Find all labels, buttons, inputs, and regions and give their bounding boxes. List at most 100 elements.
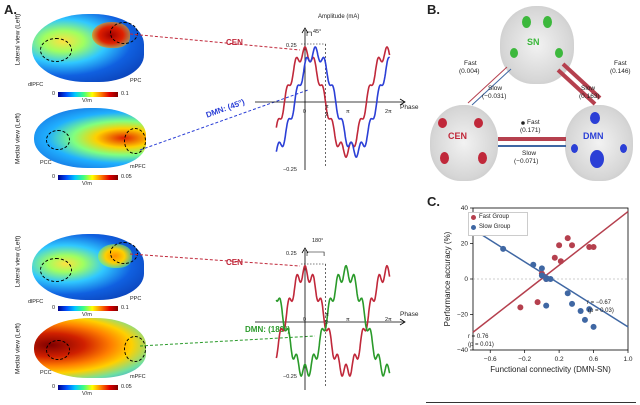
left-fast-label: Fast	[464, 60, 477, 67]
y-axis-arrow	[301, 27, 309, 34]
bottom-rule	[426, 402, 636, 403]
waveform-plot-top	[255, 27, 406, 170]
cbar-min-bottom: 0	[52, 305, 56, 311]
amplitude-label-top: Amplitude (mA)	[318, 14, 360, 20]
y-tick-label: −40	[457, 347, 468, 354]
y-tick-label: 40	[461, 205, 469, 212]
y-axis-label: Performance accuracy (%)	[443, 231, 452, 326]
lateral-view-label-top: Lateral view (Left)	[14, 13, 22, 66]
panel-a-letter: A.	[4, 2, 17, 17]
offset-label-top: 45°	[313, 29, 322, 35]
edge-cen-dmn-dot	[521, 121, 525, 125]
colorbar-medial-bottom	[58, 385, 118, 390]
x-tick-label: −0.6	[484, 356, 497, 363]
x-tick-label: −0.2	[518, 356, 531, 363]
xhalfpi-den-label-top: 2	[325, 112, 329, 118]
series-cen-line	[275, 264, 391, 378]
r-fast-label: r = 0.76	[468, 334, 489, 340]
legend-slow-marker	[471, 225, 476, 230]
series-dmn-180--line	[275, 264, 391, 378]
x2pi-label-bottom: 2π	[385, 317, 392, 323]
slow-group-point	[500, 245, 507, 252]
colorbar-lateral-bottom	[58, 306, 118, 311]
fast-group-point	[517, 304, 524, 311]
y-tick-label: 20	[461, 241, 469, 248]
x-axis-label: Functional connectivity (DMN-SN)	[490, 365, 611, 374]
dlpfc-label-top: dlPFC	[28, 82, 44, 88]
x0-label-bottom: 0	[303, 317, 307, 323]
xhalfpi-label-bottom: π	[325, 312, 329, 318]
y-axis-arrow	[301, 247, 309, 254]
slow-group-point	[543, 276, 550, 282]
fast-group-point	[569, 242, 576, 249]
x-axis-arrow	[399, 98, 406, 106]
ppc-ellipse-top	[110, 22, 138, 44]
x-axis-arrow	[399, 318, 406, 326]
cbar-max-medial-bottom: 0.05	[121, 384, 132, 390]
slow-group-point	[538, 272, 545, 279]
legend-slow-label: Slow Group	[479, 224, 511, 230]
ymax-label-bottom: 0.25	[286, 251, 297, 257]
lateral-view-label-bottom: Lateral view (Left)	[14, 235, 22, 288]
fast-group-point	[557, 258, 564, 265]
mpfc-label-bottom: mPFC	[130, 374, 146, 380]
sn-blob-4	[555, 48, 563, 58]
p-slow-label: (p = 0.03)	[588, 308, 614, 314]
dmn-label-b: DMN	[583, 131, 604, 141]
panel-c-letter: C.	[427, 194, 440, 209]
phase-label-top: Phase	[400, 104, 419, 111]
slow-group-point	[547, 276, 554, 282]
legend-fast-marker	[471, 215, 476, 220]
x2pi-label-top: 2π	[385, 109, 392, 115]
dmn-blob-1	[590, 112, 600, 124]
slow-group-point	[590, 323, 597, 330]
sn-blob-2	[543, 16, 552, 28]
slow-group-point	[564, 290, 571, 297]
slow-group-point	[586, 306, 593, 313]
mpfc-label-top: mPFC	[130, 164, 146, 170]
colorbar-medial-top	[58, 175, 118, 180]
pcc-label-bottom: PCC	[40, 370, 52, 376]
slow-group-point	[577, 307, 584, 314]
fast-group-point	[551, 254, 558, 261]
cen-label-bottom: CEN	[226, 258, 243, 267]
pcc-ellipse-top	[46, 130, 70, 150]
y-tick-label: 0	[464, 276, 468, 283]
ymin-label-bottom: −0.25	[283, 374, 297, 380]
x-tick-label: 0.2	[555, 356, 564, 363]
medial-view-label-bottom: Medial view (Left)	[14, 323, 22, 374]
medial-view-label-top: Medial view (Left)	[14, 113, 22, 164]
left-fast-val: (0.004)	[459, 68, 480, 75]
cbar-max-top: 0.1	[121, 91, 129, 97]
p-fast-label: (p = 0.01)	[468, 342, 494, 348]
dlpfc-ellipse-bottom	[40, 258, 72, 282]
right-slow-val: (0.163)	[579, 93, 600, 100]
cen-blob-3	[440, 152, 449, 164]
left-slow-val: (−0.031)	[482, 93, 507, 100]
fast-group-point	[556, 242, 563, 249]
cen-blob-2	[474, 118, 483, 128]
cbar-min-top: 0	[52, 91, 56, 97]
x-tick-label: 1.0	[623, 356, 632, 363]
dmn-label-bottom: DMN: (180°)	[245, 325, 290, 334]
dmn-blob-2	[590, 150, 604, 168]
waveform-plot-bottom	[255, 247, 406, 390]
right-fast-val: (0.146)	[610, 68, 631, 75]
fast-group-point	[534, 299, 541, 306]
ymax-label-top: 0.25	[286, 43, 297, 49]
fast-group-point	[564, 235, 571, 242]
ppc-ellipse-bottom	[110, 242, 138, 264]
offset-bracket	[306, 31, 312, 36]
ppc-label-bottom: PPC	[130, 296, 142, 302]
series-dmn-45--line	[275, 46, 391, 158]
cbar-unit-medial-top: V/m	[82, 181, 92, 187]
slow-group-point	[530, 261, 537, 268]
sn-label: SN	[527, 37, 540, 47]
ymin-label-top: −0.25	[283, 167, 297, 173]
slow-group-point	[581, 316, 588, 323]
offset-bracket	[306, 251, 325, 256]
xpi-label-top: π	[346, 109, 350, 115]
mid-slow-val: (−0.071)	[514, 158, 539, 165]
dmn-blob-3	[571, 144, 578, 153]
